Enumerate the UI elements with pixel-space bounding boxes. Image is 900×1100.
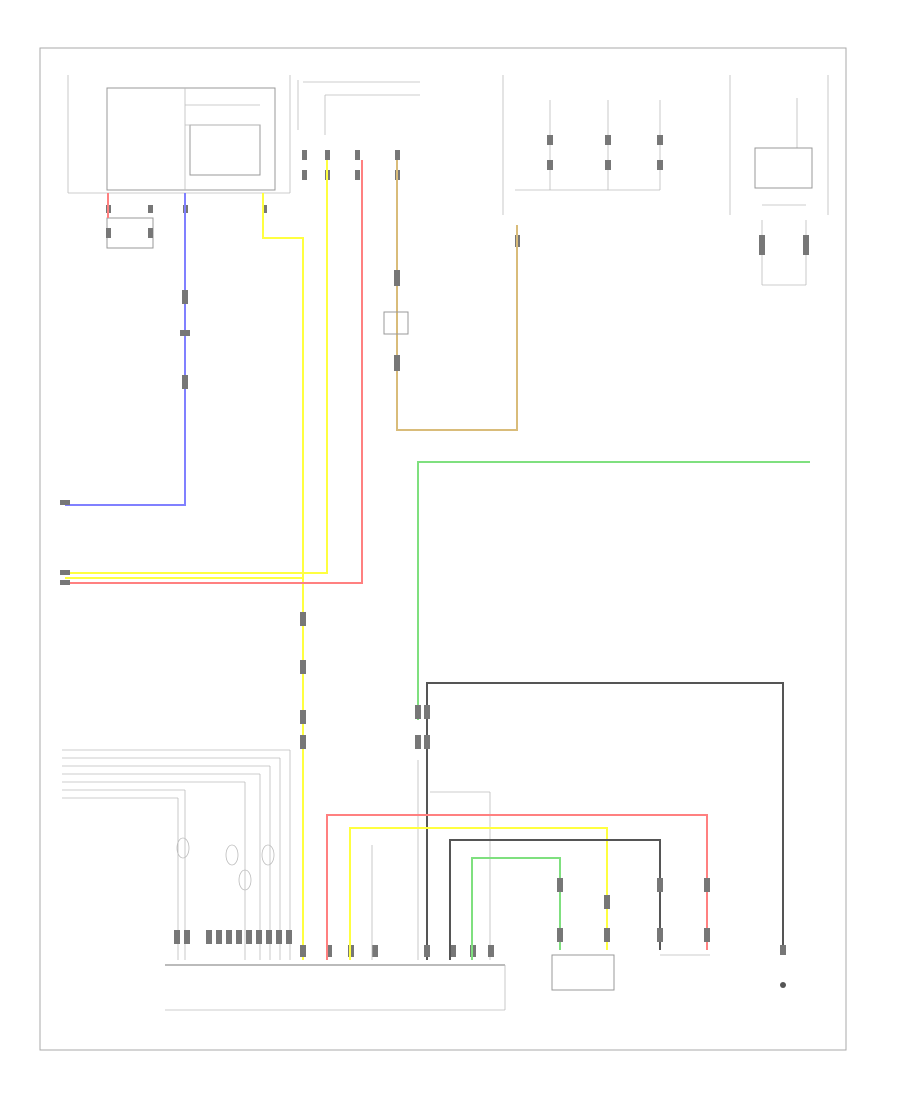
wire-green	[417, 461, 810, 720]
wire-red-lower	[326, 814, 708, 960]
wire-green-lower	[471, 857, 561, 960]
main-connector	[165, 930, 506, 1011]
wire-yellow-lower	[349, 827, 608, 960]
wire-tan	[396, 160, 518, 431]
wire-blue	[65, 193, 186, 506]
module-far-right	[754, 75, 829, 286]
wire-gray-lower	[449, 839, 661, 960]
ground-point	[780, 982, 786, 988]
fuse-panel-right	[502, 75, 731, 247]
diagram-frame	[39, 47, 847, 1051]
signal-lines-left	[62, 749, 291, 960]
component-lower-1	[551, 954, 615, 991]
wire-yellow-1	[262, 193, 304, 960]
junction-block-left	[67, 75, 291, 249]
fuse-block-center	[297, 80, 420, 180]
wire-red-center	[65, 160, 363, 584]
wire-yellow-2	[65, 160, 328, 574]
wire-gray-right	[426, 682, 784, 960]
